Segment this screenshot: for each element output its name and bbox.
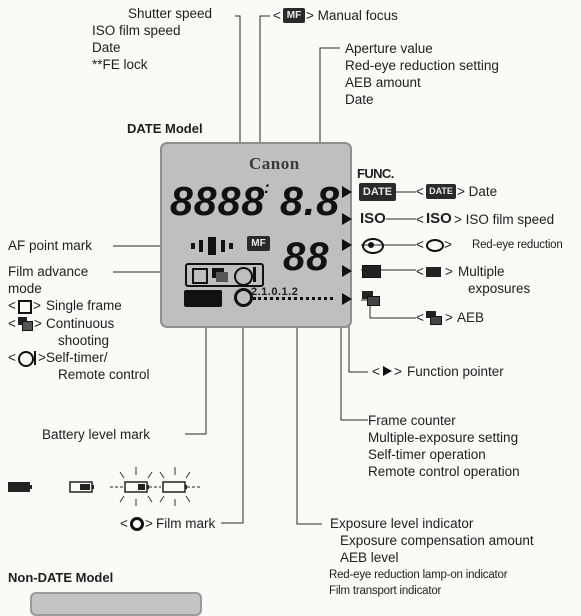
multiple-label-2: exposures — [468, 281, 531, 296]
date-model-title: DATE Model — [127, 121, 203, 136]
multiple-suffix: > — [445, 264, 453, 279]
digits-counter: 88 — [283, 235, 330, 279]
redeye-suffix: > — [444, 237, 452, 252]
redeye-label: Red-eye reduction — [472, 239, 563, 251]
iso-label-prefix: < — [416, 212, 424, 227]
function-pointer-icon — [383, 366, 392, 376]
pointer-redeye — [342, 239, 352, 251]
af-point-icon — [191, 237, 235, 255]
continuous-prefix: < — [8, 316, 16, 331]
film-advance-label-2: mode — [8, 281, 42, 296]
redeye-label-icon — [426, 239, 444, 252]
multiple-prefix: < — [416, 264, 424, 279]
mf-icon: MF — [283, 8, 305, 23]
non-date-lcd-panel — [30, 592, 202, 616]
exposure-small-2: Film transport indicator — [329, 585, 442, 597]
aeb-label-icon — [426, 311, 442, 325]
redeye-pupil-icon — [368, 242, 374, 248]
exposure-title: Exposure level indicator — [330, 516, 474, 531]
frame-counter-label-4: Remote control operation — [368, 464, 520, 479]
function-pointer-suffix: > — [394, 364, 402, 379]
multiple-label-icon — [426, 267, 441, 277]
digits-main: 8888 — [170, 178, 266, 224]
exposure-small-1: Red-eye reduction lamp-on indicator — [329, 569, 508, 581]
film-mark-label: Film mark — [156, 516, 216, 531]
iso-badge: ISO — [360, 210, 386, 227]
film-advance-label-1: Film advance — [8, 264, 89, 279]
self-timer-bar-icon — [34, 351, 36, 365]
shutter-label-1: Shutter speed — [128, 6, 213, 21]
shutter-label-4: **FE lock — [92, 57, 148, 72]
film-mark-suffix: > — [145, 516, 153, 531]
aperture-label-2: Red-eye reduction setting — [345, 58, 499, 73]
af-point-label: AF point mark — [8, 238, 93, 253]
film-advance-box — [185, 263, 264, 287]
aeb-icon — [362, 291, 380, 306]
single-frame-label: Single frame — [46, 298, 122, 313]
date-label-badge: DATE — [426, 184, 456, 199]
frame-counter-label-1: Frame counter — [368, 413, 456, 428]
function-pointer-prefix: < — [372, 364, 380, 379]
pointer-multiple — [342, 265, 352, 277]
frame-counter-label-3: Self-timer operation — [368, 447, 486, 462]
continuous-label-1: Continuous — [46, 316, 115, 331]
function-pointer-label: Function pointer — [407, 364, 504, 379]
canon-logo: Canon — [249, 154, 300, 173]
single-frame-icon — [18, 300, 32, 314]
lcd-film-icon — [234, 288, 253, 307]
redeye-icon — [362, 238, 384, 254]
iso-label: > ISO film speed — [454, 212, 555, 227]
single-frame-suffix: > — [33, 298, 41, 313]
aeb-prefix: < — [416, 310, 424, 325]
multiple-exposure-icon — [362, 265, 381, 278]
battery-level-label: Battery level mark — [42, 427, 151, 442]
func-label: FUNC. — [357, 166, 394, 181]
frame-counter-label-2: Multiple-exposure setting — [368, 430, 519, 445]
shutter-label-2: ISO film speed — [92, 23, 181, 38]
lcd-mf-badge: MF — [247, 236, 270, 251]
aeb-label: AEB — [457, 310, 485, 325]
continuous-icon — [18, 317, 33, 331]
pointer-date — [342, 186, 352, 198]
continuous-suffix: > — [34, 316, 42, 331]
single-frame-prefix: < — [8, 298, 16, 313]
non-date-model-title: Non-DATE Model — [8, 570, 114, 585]
date-label: > Date — [457, 184, 498, 199]
date-label-prefix: < — [416, 184, 424, 199]
manual-focus-prefix: < — [273, 8, 281, 23]
lcd-battery-icon — [184, 290, 222, 307]
self-timer-suffix: > — [38, 350, 46, 365]
aperture-label-4: Date — [345, 92, 374, 107]
exposure-scale: 2.1.0.1.2 — [251, 286, 299, 298]
redeye-prefix: < — [416, 237, 424, 252]
date-badge: DATE — [359, 183, 396, 201]
film-mark-icon — [130, 517, 144, 531]
film-mark-prefix: < — [120, 516, 128, 531]
continuous-label-2: shooting — [58, 333, 110, 348]
exposure-item-1: Exposure compensation amount — [340, 533, 534, 548]
digits-aperture: 8.8 — [280, 178, 340, 224]
self-timer-label-1: Self-timer/ — [46, 350, 108, 365]
shutter-label-3: Date — [92, 40, 121, 55]
pointer-aeb — [342, 293, 352, 305]
multiple-label-1: Multiple — [458, 264, 505, 279]
aperture-label-3: AEB amount — [345, 75, 421, 90]
exposure-scale-bar — [253, 297, 333, 304]
pointer-iso — [342, 213, 352, 225]
aperture-label-1: Aperture value — [345, 41, 433, 56]
colon-mark: : — [264, 178, 271, 197]
manual-focus-label: > Manual focus — [306, 8, 398, 23]
self-timer-label-2: Remote control — [58, 367, 150, 382]
aeb-suffix: > — [445, 310, 453, 325]
self-timer-icon — [18, 351, 34, 367]
self-timer-prefix: < — [8, 350, 16, 365]
iso-label-badge: ISO — [426, 210, 452, 227]
battery-icons-row — [8, 467, 201, 506]
exposure-item-2: AEB level — [340, 550, 399, 565]
